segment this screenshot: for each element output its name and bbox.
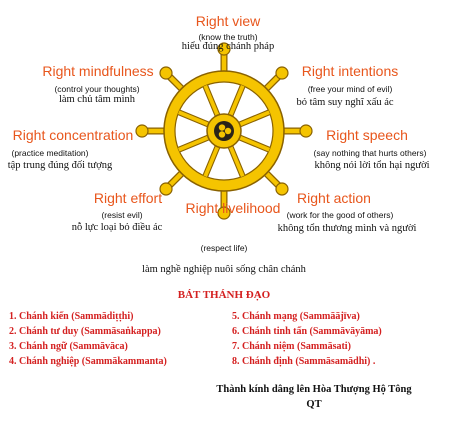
right-livelihood-english: (respect life) <box>200 243 248 253</box>
wheel-spoke <box>203 145 220 177</box>
wheel-hub-center <box>214 121 234 141</box>
list-item: 8. Chánh định (Sammāsamādhi) . <box>232 356 376 367</box>
list-item: 5. Chánh mạng (Sammāājīva) <box>232 311 360 322</box>
right-concentration-vietnamese: tập trung đúng đối tượng <box>7 160 113 171</box>
path-title: BÁT THÁNH ĐẠO <box>177 289 271 301</box>
right-concentration-english: (practice meditation) <box>11 148 89 158</box>
right-action-english: (work for the good of others) <box>286 210 394 220</box>
right-intentions-vietnamese: bỏ tâm suy nghĩ xấu ác <box>296 97 394 108</box>
path-list-left: 1. Chánh kiến (Sammādiṭṭhi) 2. Chánh tư … <box>9 309 167 369</box>
right-livelihood-vietnamese: làm nghề nghiệp nuôi sống chân chánh <box>142 264 306 275</box>
wheel-knob <box>159 66 173 80</box>
wheel-handle <box>166 73 186 93</box>
wheel-spoke <box>178 135 210 152</box>
wheel-spoke <box>228 145 245 177</box>
wheel-knob <box>299 124 313 138</box>
list-item: 1. Chánh kiến (Sammādiṭṭhi) <box>9 311 134 322</box>
right-action-vietnamese: không tổn thương mình và người <box>277 223 417 234</box>
list-item: 7. Chánh niệm (Sammāsati) <box>232 341 351 352</box>
right-mindfulness-english: (control your thoughts) <box>54 84 140 94</box>
wheel-spoke <box>238 110 270 127</box>
wheel-handle <box>262 169 282 189</box>
right-view-english: (know the truth) <box>198 32 258 42</box>
wheel-knob <box>275 182 289 196</box>
right-livelihood-heading: Right livelihood <box>185 200 281 216</box>
right-effort-english: (resist evil) <box>101 210 143 220</box>
list-item: 3. Chánh ngữ (Sammāvāca) <box>9 341 128 352</box>
dedication-signature: QT <box>306 399 322 410</box>
right-mindfulness-heading: Right mindfulness <box>42 63 154 79</box>
path-list-right: 5. Chánh mạng (Sammāājīva) 6. Chánh tinh… <box>232 309 382 369</box>
wheel-spoke <box>238 135 270 152</box>
right-speech-heading: Right speech <box>326 127 408 143</box>
wheel-knob <box>275 66 289 80</box>
right-effort-vietnamese: nỗ lực loại bỏ điều ác <box>71 222 163 233</box>
wheel-knob <box>217 42 231 56</box>
wheel-knob <box>135 124 149 138</box>
right-intentions-english: (free your mind of evil) <box>307 84 393 94</box>
right-view-heading: Right view <box>195 13 261 29</box>
list-item: 4. Chánh nghiệp (Sammākammanta) <box>9 356 167 367</box>
right-mindfulness-vietnamese: làm chủ tâm mình <box>58 94 136 105</box>
wheel-handle <box>262 73 282 93</box>
dedication-line: Thành kính dâng lên Hòa Thượng Hộ Tông <box>216 384 412 395</box>
right-view-vietnamese: hiểu đúng chánh pháp <box>181 41 275 52</box>
wheel-swirl <box>218 124 226 131</box>
wheel-spoke <box>228 85 245 117</box>
wheel-handle <box>166 169 186 189</box>
wheel-knob <box>217 206 231 220</box>
wheel-knob <box>159 182 173 196</box>
wheel-spoke <box>203 85 220 117</box>
right-action-heading: Right action <box>297 190 371 206</box>
right-speech-vietnamese: không nói lời tổn hại người <box>314 160 430 171</box>
right-effort-heading: Right effort <box>93 190 163 206</box>
wheel-swirl <box>224 127 232 135</box>
right-intentions-heading: Right intentions <box>301 63 399 79</box>
wheel-spoke <box>178 110 210 127</box>
list-item: 2. Chánh tư duy (Sammāsaṅkappa) <box>9 326 161 337</box>
right-speech-english: (say nothing that hurts others) <box>313 148 427 158</box>
list-item: 6. Chánh tinh tấn (Sammāvāyāma) <box>232 326 382 337</box>
wheel-swirl <box>218 131 226 138</box>
right-concentration-heading: Right concentration <box>12 127 134 143</box>
